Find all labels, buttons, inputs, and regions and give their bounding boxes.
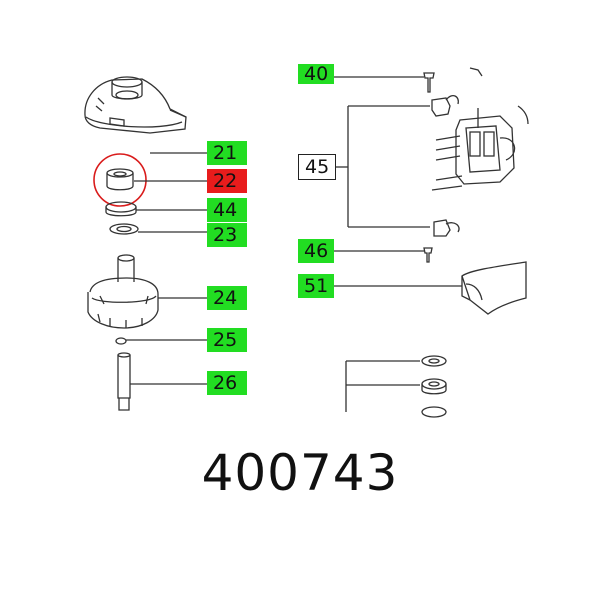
callout-22: 22 (207, 169, 247, 193)
callout-24: 24 (207, 286, 247, 310)
part-40-screw (423, 72, 435, 93)
part-23-washer (109, 223, 139, 235)
leader-lines-left (126, 152, 207, 385)
callout-40: 40 (298, 64, 334, 84)
part-26-shaft (117, 352, 131, 411)
callout-44: 44 (207, 198, 247, 222)
washer-stack (345, 355, 447, 418)
callout-51: 51 (298, 274, 334, 298)
part-46-screw (423, 247, 433, 263)
callout-21: 21 (207, 141, 247, 165)
callout-23: 23 (207, 223, 247, 247)
callout-46: 46 (298, 239, 334, 263)
part-51-duct (461, 261, 527, 315)
part-22-bearing (106, 168, 134, 191)
part-44-ring (105, 201, 137, 217)
part-22-highlight-ring (93, 153, 147, 207)
callout-25: 25 (207, 328, 247, 352)
part-number: 400743 (201, 444, 399, 502)
part-24-spindle-housing (87, 254, 159, 329)
part-21-housing (84, 76, 187, 134)
leader-bracket-45 (336, 105, 430, 228)
callout-26: 26 (207, 371, 247, 395)
callout-45: 45 (298, 154, 336, 180)
part-45-switch-assembly (431, 95, 516, 237)
part-25-o-ring (115, 337, 127, 345)
